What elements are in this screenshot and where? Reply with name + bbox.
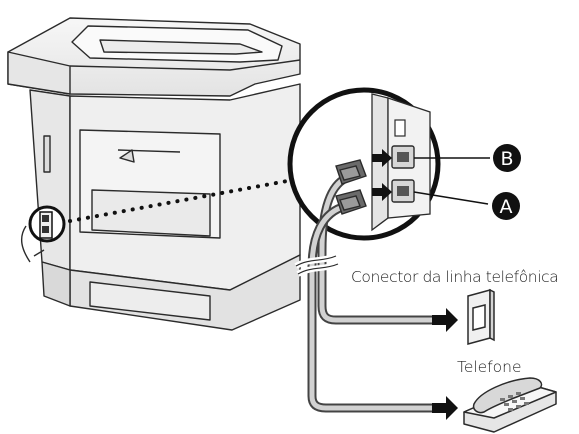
arrow-right-icon <box>432 308 458 332</box>
telephone-icon <box>464 378 556 432</box>
wall-jack-icon <box>468 290 494 344</box>
port-b-label: B <box>500 148 513 170</box>
wall-jack-label: Conector da linha telefônica <box>351 268 558 286</box>
cable-break-mark <box>296 256 338 274</box>
printer-port-marker <box>30 207 64 241</box>
telephone-label: Telefone <box>457 358 522 376</box>
arrow-right-icon <box>432 396 458 420</box>
magnifier-circle-icon <box>290 90 438 238</box>
printer-icon <box>8 18 300 330</box>
port-a-label: A <box>500 196 513 218</box>
